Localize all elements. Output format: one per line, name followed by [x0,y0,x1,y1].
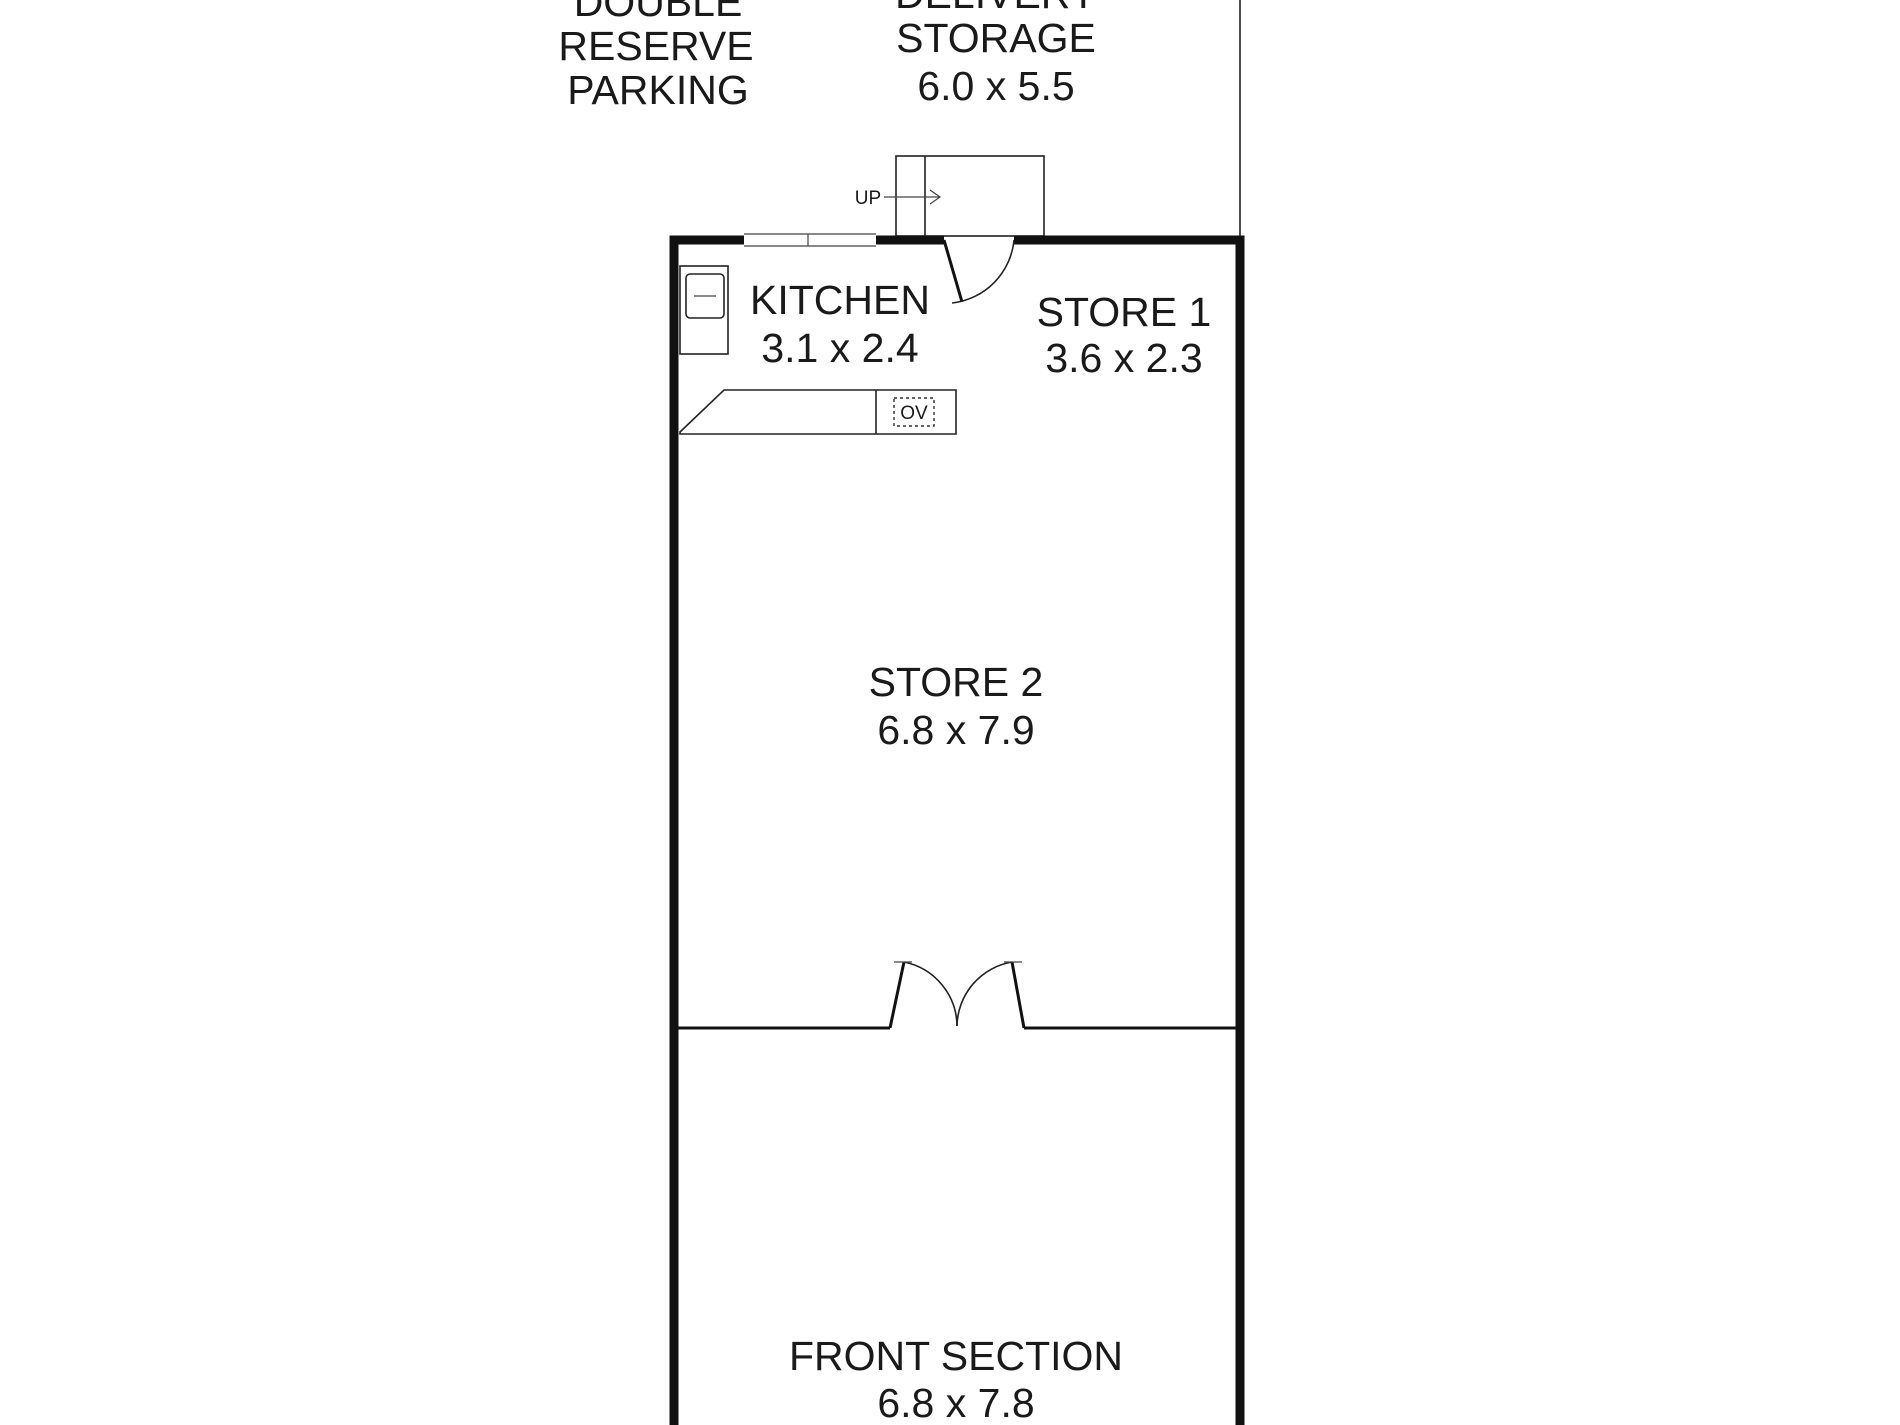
kitchen-fixtures: OV [679,265,957,435]
kitchen-window [744,233,876,247]
room-store1-label: STORE 1 3.6 x 2.3 [1037,289,1212,381]
svg-text:FRONT SECTION: FRONT SECTION [789,1333,1123,1379]
sink-counter [679,265,729,355]
svg-text:STORAGE: STORAGE [896,15,1096,61]
svg-text:STORE 2: STORE 2 [869,659,1044,705]
svg-text:6.8 x 7.9: 6.8 x 7.9 [877,707,1034,753]
rear-door [942,239,1015,304]
sink-icon [685,273,725,319]
room-delivery-storage-label: DELIVERY STORAGE 6.0 x 5.5 [895,0,1097,109]
svg-text:3.1 x 2.4: 3.1 x 2.4 [761,325,918,371]
stair-arrowhead [929,189,942,205]
svg-text:6.0 x 5.5: 6.0 x 5.5 [917,63,1074,109]
room-store2-label: STORE 2 6.8 x 7.9 [869,659,1044,753]
svg-text:PARKING: PARKING [567,67,749,113]
svg-text:RESERVE: RESERVE [558,23,753,69]
room-parking-label: DOUBLE RESERVE PARKING [558,0,753,113]
room-kitchen-label: KITCHEN 3.1 x 2.4 [750,277,930,371]
stair-label: UP [855,188,881,209]
entry-step: UP [855,155,1045,237]
svg-text:DELIVERY: DELIVERY [895,0,1097,17]
oven-icon [893,397,935,427]
room-front-section-label: FRONT SECTION 6.8 x 7.8 [789,1333,1123,1425]
double-door [888,961,1026,1029]
oven-label: OV [900,403,928,424]
svg-text:DOUBLE: DOUBLE [574,0,743,25]
bench-counter [679,389,957,435]
svg-text:STORE 1: STORE 1 [1037,289,1212,335]
svg-text:6.8 x 7.8: 6.8 x 7.8 [877,1380,1034,1425]
svg-text:KITCHEN: KITCHEN [750,277,930,323]
svg-text:3.6 x 2.3: 3.6 x 2.3 [1045,335,1202,381]
exterior-walls [669,235,1245,1425]
